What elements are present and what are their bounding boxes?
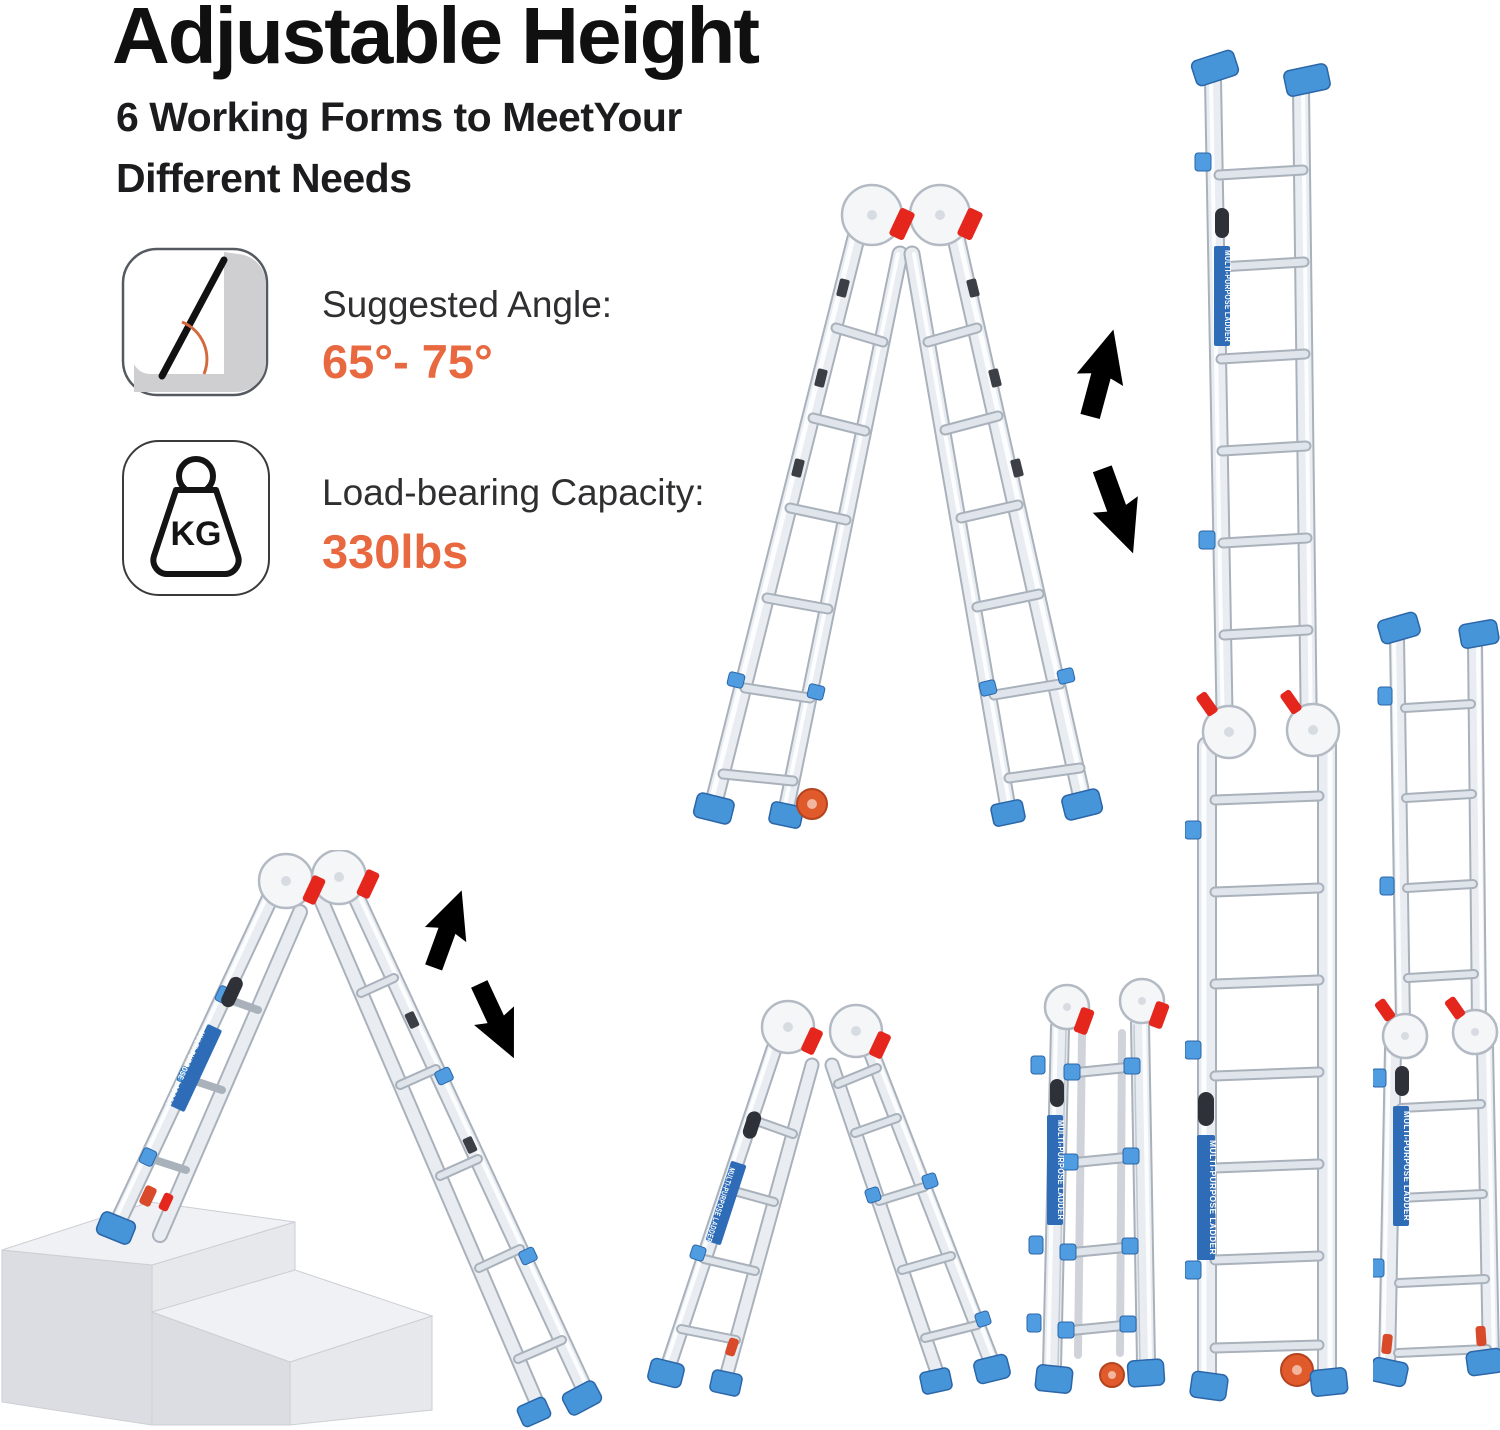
ladder-top-cap bbox=[1283, 63, 1331, 97]
right-leg bbox=[903, 228, 1104, 827]
ladder-foot bbox=[692, 792, 735, 825]
ladder-foot bbox=[709, 1369, 743, 1397]
page-title: Adjustable Height bbox=[112, 0, 760, 80]
ladder-top-cap bbox=[1190, 49, 1240, 87]
top-hinges bbox=[840, 183, 983, 247]
ladder-foot bbox=[516, 1396, 552, 1428]
red-down-arrow-icon bbox=[1092, 465, 1138, 554]
ladder-foot bbox=[973, 1353, 1011, 1385]
lower-section: MULTI-PURPOSE LADDER bbox=[1185, 734, 1349, 1402]
ladder-top-cap bbox=[1377, 611, 1421, 645]
ladder-foot bbox=[919, 1367, 953, 1395]
brand-pill-sticker bbox=[1215, 208, 1229, 238]
hinge-lock-tab bbox=[1148, 1001, 1170, 1029]
folded-left-leg: MULTI-PURPOSE LADDER bbox=[95, 889, 308, 1245]
sticker: MULTI-PURPOSE LADDER bbox=[1214, 246, 1232, 346]
left-leg: MULTI-PURPOSE LADDER bbox=[647, 1040, 820, 1397]
hinge-lock-tab bbox=[356, 869, 380, 899]
left-rungs bbox=[717, 322, 889, 787]
hinge-lock-tab bbox=[801, 1027, 823, 1055]
top-hinges bbox=[760, 999, 891, 1059]
sticker-text: MULTI-PURPOSE LADDER bbox=[1223, 250, 1232, 342]
right-rungs bbox=[833, 1063, 982, 1343]
ladder-foot bbox=[1465, 1347, 1500, 1377]
angle-value: 65°- 75° bbox=[322, 335, 493, 388]
figure-a-frame-extended-ladder bbox=[692, 183, 1138, 829]
upper-section bbox=[1377, 611, 1500, 1031]
hinge-lock-lever bbox=[1444, 996, 1466, 1020]
mid-hinges bbox=[1196, 689, 1341, 760]
kg-icon-text: KG bbox=[171, 515, 222, 553]
top-hinges bbox=[257, 850, 380, 910]
brand-pill-sticker bbox=[1395, 1066, 1409, 1096]
upper-section: MULTI-PURPOSE LADDER bbox=[1190, 49, 1331, 749]
ladder-foot bbox=[1189, 1370, 1229, 1402]
hinge-lock-tab bbox=[889, 208, 915, 240]
stairs bbox=[1, 1201, 434, 1426]
hinge-lock-tab bbox=[1073, 1007, 1095, 1035]
ladder-foot bbox=[768, 801, 804, 829]
right-leg bbox=[314, 879, 603, 1428]
lower-rungs bbox=[1209, 790, 1325, 1354]
hinge-lock-lever bbox=[1280, 689, 1302, 715]
top-hinges bbox=[1043, 977, 1170, 1035]
sticker-text: MULTI-PURPOSE LADDER bbox=[1056, 1120, 1065, 1220]
rungs bbox=[1057, 1057, 1141, 1339]
ladder-foot bbox=[1034, 1364, 1074, 1394]
sticker: MULTI-PURPOSE LADDER bbox=[1047, 1115, 1065, 1225]
hinge-lock-lever bbox=[1196, 691, 1218, 717]
ladder-angle-icon bbox=[121, 247, 269, 397]
upper-rungs bbox=[1213, 164, 1314, 641]
kg-weight-icon: KG bbox=[122, 440, 270, 596]
sticker-text: MULTI-PURPOSE LADDER bbox=[1208, 1140, 1217, 1255]
ladder-top-cap bbox=[1458, 619, 1500, 649]
ladder-foot bbox=[1309, 1367, 1349, 1397]
hinge-lock-tab bbox=[302, 875, 326, 905]
brand-pill-sticker bbox=[221, 976, 243, 1008]
hinge-lock-lever bbox=[1374, 998, 1396, 1022]
ladder-foot bbox=[1126, 1358, 1166, 1388]
brand-pill-sticker bbox=[742, 1111, 762, 1139]
right-rungs bbox=[922, 322, 1086, 784]
red-up-arrow-icon bbox=[424, 890, 467, 971]
capacity-label: Load-bearing Capacity: bbox=[322, 472, 705, 513]
lower-section: MULTI-PURPOSE LADDER bbox=[1373, 1037, 1500, 1388]
subtitle-line-2: Different Needs bbox=[116, 155, 412, 201]
hinge-lock-tab bbox=[869, 1031, 891, 1059]
figure-a-frame-compact-ladder: MULTI-PURPOSE LADDER bbox=[647, 999, 1011, 1397]
left-rungs bbox=[676, 1114, 798, 1345]
right-rail-pair bbox=[1130, 1013, 1156, 1373]
left-leg bbox=[692, 228, 909, 829]
brand-pill-sticker bbox=[1050, 1079, 1064, 1107]
ladder-foot bbox=[990, 799, 1026, 827]
subtitle-line-1: 6 Working Forms to MeetYour bbox=[116, 94, 682, 140]
rungs bbox=[356, 973, 567, 1364]
ladder-foot bbox=[647, 1357, 685, 1389]
mid-hinges bbox=[1374, 996, 1499, 1060]
sticker-text: MULTI-PURPOSE LADDER bbox=[1402, 1111, 1411, 1221]
figure-fully-extended-straight-ladder: MULTI-PURPOSE LADDER bbox=[1185, 49, 1349, 1402]
hinge-lock-tab bbox=[957, 208, 983, 240]
ladder-foot bbox=[1061, 788, 1104, 821]
red-down-arrow-icon bbox=[471, 980, 514, 1059]
capacity-value: 330lbs bbox=[322, 525, 469, 578]
brand-pill-sticker bbox=[1198, 1092, 1214, 1126]
sticker: MULTI-PURPOSE LADDER bbox=[1197, 1135, 1217, 1260]
ladder-foot bbox=[95, 1211, 137, 1245]
figure-folded-storage-ladder: MULTI-PURPOSE LADDER bbox=[1026, 977, 1170, 1394]
sticker: MULTI-PURPOSE LADDER bbox=[1393, 1106, 1411, 1226]
ladder-foot bbox=[561, 1380, 603, 1416]
angle-label: Suggested Angle: bbox=[322, 284, 613, 325]
figure-stairway-ladder-on-steps: MULTI-PURPOSE LADDER bbox=[1, 850, 603, 1428]
ladder-foot bbox=[1373, 1356, 1409, 1388]
right-leg bbox=[824, 1040, 1011, 1395]
figure-half-extended-straight-ladder: MULTI-PURPOSE LADDER bbox=[1373, 611, 1500, 1388]
red-up-arrow-icon bbox=[1076, 329, 1124, 420]
